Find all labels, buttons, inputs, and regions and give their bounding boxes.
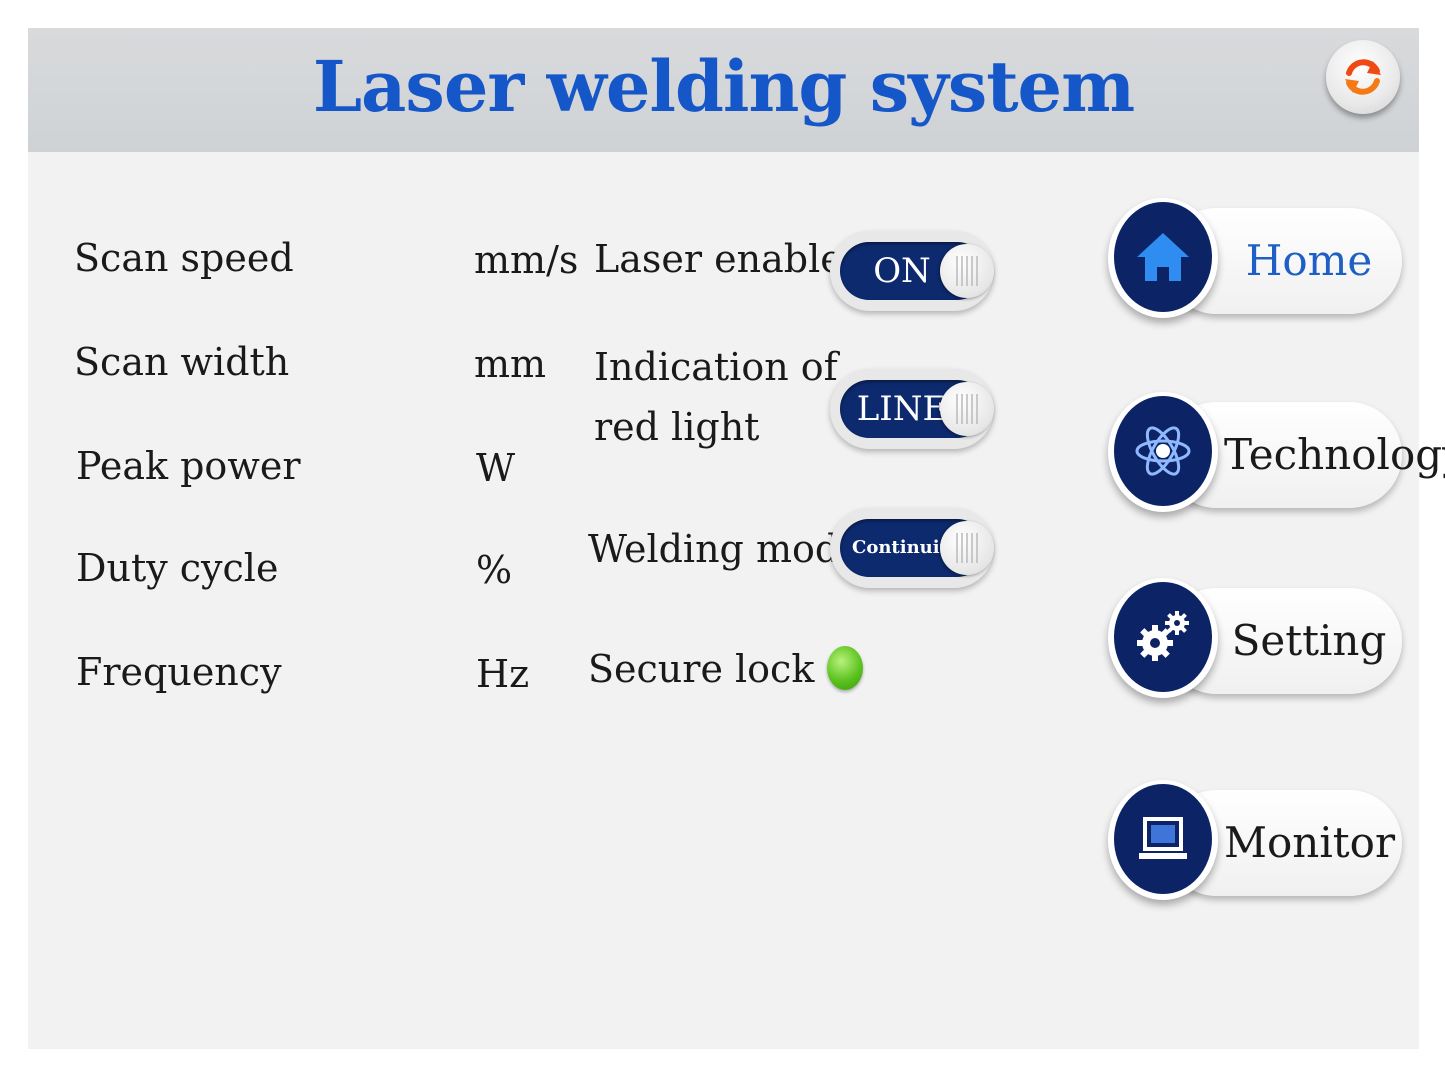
unit-scan-width: mm (474, 342, 547, 386)
nav-icon-circle (1108, 578, 1218, 698)
nav-label-setting: Setting (1231, 616, 1387, 665)
red-light-label-line1: Indication of (594, 345, 838, 389)
nav-icon-circle (1108, 198, 1218, 318)
toggle-track: LINE (840, 380, 994, 438)
toggle-knob (940, 244, 994, 298)
unit-frequency: Hz (476, 652, 530, 696)
toggle-knob (940, 382, 994, 436)
welding-mode-toggle[interactable]: Continuity (830, 508, 994, 588)
page-title: Laser welding system (312, 45, 1135, 128)
secure-lock-label: Secure lock (588, 647, 815, 691)
laser-enable-toggle[interactable]: ON (830, 231, 994, 311)
nav-setting-button[interactable]: Setting (1104, 578, 1404, 718)
monitor-icon (1139, 817, 1187, 859)
laser-enable-label: Laser enable (594, 237, 843, 281)
param-label-peak-power: Peak power (76, 444, 301, 488)
unit-scan-speed: mm/s (474, 238, 579, 282)
nav-icon-circle (1108, 392, 1218, 512)
toggle-track: Continuity (840, 519, 994, 577)
nav-technology-button[interactable]: Technology (1104, 392, 1445, 532)
param-label-scan-speed: Scan speed (74, 236, 294, 280)
red-light-label-line2: red light (594, 405, 760, 449)
param-label-frequency: Frequency (76, 650, 282, 694)
nav-label-monitor: Monitor (1224, 818, 1396, 867)
toggle-knob (940, 521, 994, 575)
toggle-value: LINE (856, 389, 948, 429)
nav-home-button[interactable]: Home (1104, 198, 1404, 338)
home-icon (1137, 233, 1189, 281)
nav-label-home: Home (1245, 236, 1373, 285)
gears-icon (1137, 611, 1189, 661)
refresh-button[interactable] (1326, 40, 1400, 114)
unit-duty-cycle: % (476, 548, 513, 592)
nav-label-technology: Technology (1224, 430, 1445, 479)
toggle-value: Continuity (852, 537, 959, 558)
param-label-duty-cycle: Duty cycle (76, 546, 279, 590)
refresh-icon (1345, 59, 1381, 95)
toggle-track: ON (840, 242, 994, 300)
welding-mode-label: Welding mode (588, 527, 862, 571)
unit-peak-power: W (476, 446, 516, 490)
atom-icon (1135, 426, 1191, 476)
nav-icon-circle (1108, 780, 1218, 900)
title-bar: Laser welding system (28, 28, 1419, 152)
secure-lock-indicator (827, 646, 863, 690)
toggle-value: ON (873, 251, 931, 291)
app-window: Laser welding system Scan speed Scan wid… (28, 28, 1445, 1049)
param-label-scan-width: Scan width (74, 340, 290, 384)
red-light-toggle[interactable]: LINE (830, 369, 994, 449)
nav-monitor-button[interactable]: Monitor (1104, 780, 1404, 920)
